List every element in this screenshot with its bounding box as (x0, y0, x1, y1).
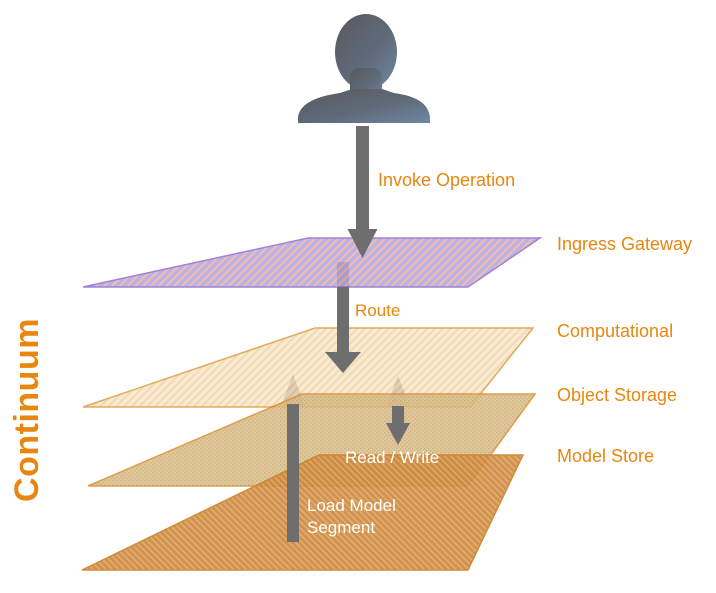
route-label: Route (355, 301, 401, 320)
diagram-title: Continuum (8, 318, 46, 502)
label-ingress-gateway: Ingress Gateway (557, 234, 693, 254)
label-computational: Computational (557, 321, 674, 341)
label-object-storage: Object Storage (557, 385, 678, 405)
layer-model-store (81, 454, 525, 571)
user-silhouette-icon (298, 14, 430, 123)
read-write-label: Read / Write (345, 448, 440, 467)
layer-ingress-gateway (82, 237, 543, 288)
label-model-store: Model Store (557, 446, 655, 466)
invoke-arrow-icon (347, 126, 378, 258)
read-write-down-arrow-icon (386, 406, 410, 445)
route-arrow-icon (325, 287, 361, 373)
load-model-segment-label: Load Model Segment (307, 496, 396, 537)
load-arrow-shaft (287, 404, 299, 542)
invoke-operation-label: Invoke Operation (378, 170, 516, 190)
